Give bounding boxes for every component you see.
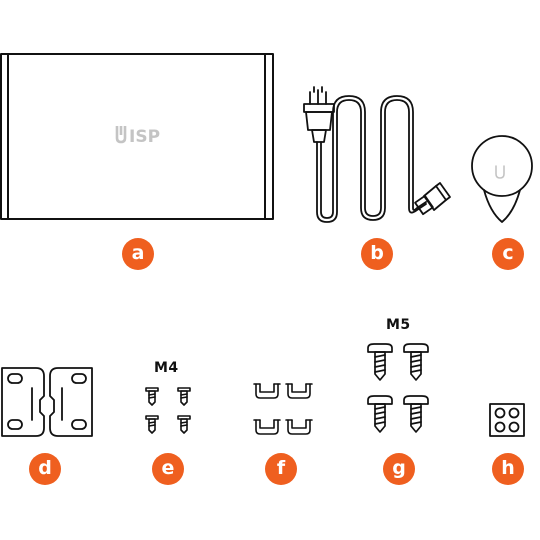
m4-screws-drawing <box>145 387 191 434</box>
m4-size-label: M4 <box>154 360 179 376</box>
clips-drawing <box>253 383 313 435</box>
m5-size-label: M5 <box>386 317 411 333</box>
isp-device-drawing <box>0 53 274 220</box>
m5-screws-drawing <box>367 343 429 433</box>
badge-a: a <box>122 238 154 270</box>
device-logo-text: ISP <box>129 127 160 147</box>
badge-e: e <box>152 453 184 485</box>
ubiquiti-u-icon <box>115 126 127 144</box>
badge-g: g <box>383 453 415 485</box>
dome-cover-drawing <box>471 135 533 223</box>
power-cord-drawing <box>303 86 451 223</box>
badge-c: c <box>492 238 524 270</box>
badge-d: d <box>29 453 61 485</box>
mounting-brackets-drawing <box>1 367 93 437</box>
rubber-feet-drawing <box>489 403 525 437</box>
badge-f: f <box>265 453 297 485</box>
badge-b: b <box>361 238 393 270</box>
badge-h: h <box>492 453 524 485</box>
